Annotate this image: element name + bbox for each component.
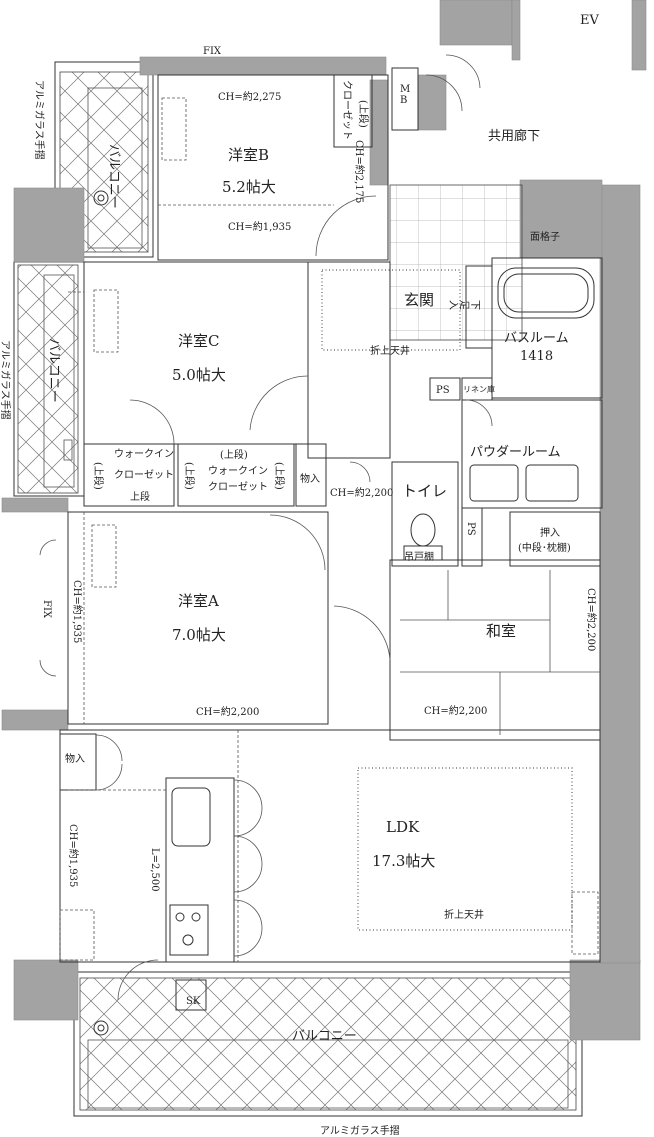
monoire-label-1: 物入	[300, 472, 320, 485]
geta-label: 下足入	[447, 300, 480, 310]
oshiire-label: 押入	[540, 526, 560, 539]
monoire-label-2: 物入	[65, 752, 85, 765]
storage-labels: クローゼット (上段) ウォークイン クローゼット 上段 (上段) (上段) ウ…	[65, 80, 571, 765]
room-name-balcony-bottom: バルコニー	[292, 1029, 357, 1044]
walkin-2-upper-label: (上段)	[220, 448, 248, 461]
toilet-fixture	[403, 513, 443, 561]
walkin-1-upper-side: (上段)	[92, 462, 105, 490]
room-name-western-a: 洋室A	[178, 592, 219, 610]
room-name-western-c: 洋室C	[178, 332, 219, 350]
walkin-1-upper-label: 上段	[130, 490, 150, 503]
kitchen-counter	[165, 777, 235, 963]
closet-b-label: クローゼット	[341, 80, 353, 140]
room-name-western-b: 洋室B	[228, 146, 269, 164]
walkin-2-label: ウォークイン	[208, 465, 268, 477]
aluminum-rail-left: アルミガラス手摺	[0, 340, 12, 420]
room-size-western-c: 5.0帖大	[172, 366, 226, 384]
room-labels: 洋室B 5.2帖大 洋室C 5.0帖大 洋室A 7.0帖大 LDK 17.3帖大…	[46, 128, 569, 1044]
vanity-sinks	[469, 464, 579, 502]
room-name-balcony-top: バルコニー	[106, 144, 121, 209]
ceiling-height-b-top: CH=約2,275	[218, 90, 281, 103]
walkin-1-label: ウォークイン	[114, 448, 174, 460]
balcony-left-area	[13, 261, 85, 497]
room-outlines	[59, 67, 603, 963]
orijo-label-entrance: 折上天井	[370, 344, 410, 357]
ceiling-height-b-bottom: CH=約1,935	[228, 220, 291, 233]
room-size-western-b: 5.2帖大	[222, 178, 276, 196]
room-name-entrance: 玄関	[404, 291, 434, 309]
closet-b-upper-label: (上段)	[357, 100, 370, 128]
ceiling-outlines	[59, 97, 599, 962]
room-name-balcony-left: バルコニー	[46, 338, 61, 403]
ps-label-1: PS	[436, 385, 450, 396]
walkin-2-upper-left: (上段)	[183, 462, 196, 490]
tsuritana-label: 吊戸棚	[404, 550, 434, 563]
door-swings	[39, 54, 493, 1001]
structural-walls	[1, 0, 647, 1041]
fix-label-left: FIX	[41, 600, 52, 619]
mengoshi-label: 面格子	[530, 230, 560, 243]
room-name-powder-room: パウダールーム	[470, 445, 561, 460]
ceiling-height-japanese-bottom: CH=約2,200	[424, 704, 487, 717]
ceiling-height-a-side: CH=約1,935	[71, 580, 84, 643]
ps-label-2: PS	[465, 522, 476, 536]
aluminum-rail-bottom: アルミガラス手摺	[320, 1124, 400, 1137]
room-name-ldk: LDK	[386, 818, 420, 836]
room-size-ldk: 17.3帖大	[372, 852, 435, 870]
walkin-2-upper-right: (上段)	[273, 462, 286, 490]
room-size-western-a: 7.0帖大	[172, 626, 226, 644]
balcony-bottom-area	[73, 971, 583, 1117]
ev-label: EV	[580, 13, 599, 28]
oshiire-sub-label: (中段･枕棚)	[518, 541, 571, 554]
orijo-label-ldk: 折上天井	[444, 908, 484, 921]
kitchen-length-label: L=2,500	[149, 848, 160, 892]
bathroom-code: 1418	[520, 349, 553, 364]
walkin-2-closet-label: クローゼット	[208, 481, 268, 493]
ceiling-height-a-bottom: CH=約2,200	[196, 705, 259, 718]
fix-label-top: FIX	[203, 46, 222, 57]
bathtub	[497, 267, 595, 319]
linen-label: リネン庫	[463, 384, 495, 394]
ceiling-height-ldk-left: CH=約1,935	[67, 824, 80, 887]
walkin-1-closet-label: クローゼット	[114, 469, 174, 481]
room-name-bathroom: バスルーム	[504, 331, 569, 346]
ceiling-height-b-side: CH=約2,175	[353, 140, 366, 203]
room-name-japanese: 和室	[486, 622, 516, 640]
room-name-toilet: トイレ	[402, 482, 447, 500]
room-name-common-corridor: 共用廊下	[488, 128, 540, 144]
sk-label: SK	[186, 996, 201, 1007]
ceiling-height-japanese-side: CH=約2,200	[585, 588, 598, 651]
ceiling-height-corridor: CH=約2,200	[330, 486, 393, 499]
aluminum-rail-top: アルミガラス手摺	[33, 80, 46, 160]
